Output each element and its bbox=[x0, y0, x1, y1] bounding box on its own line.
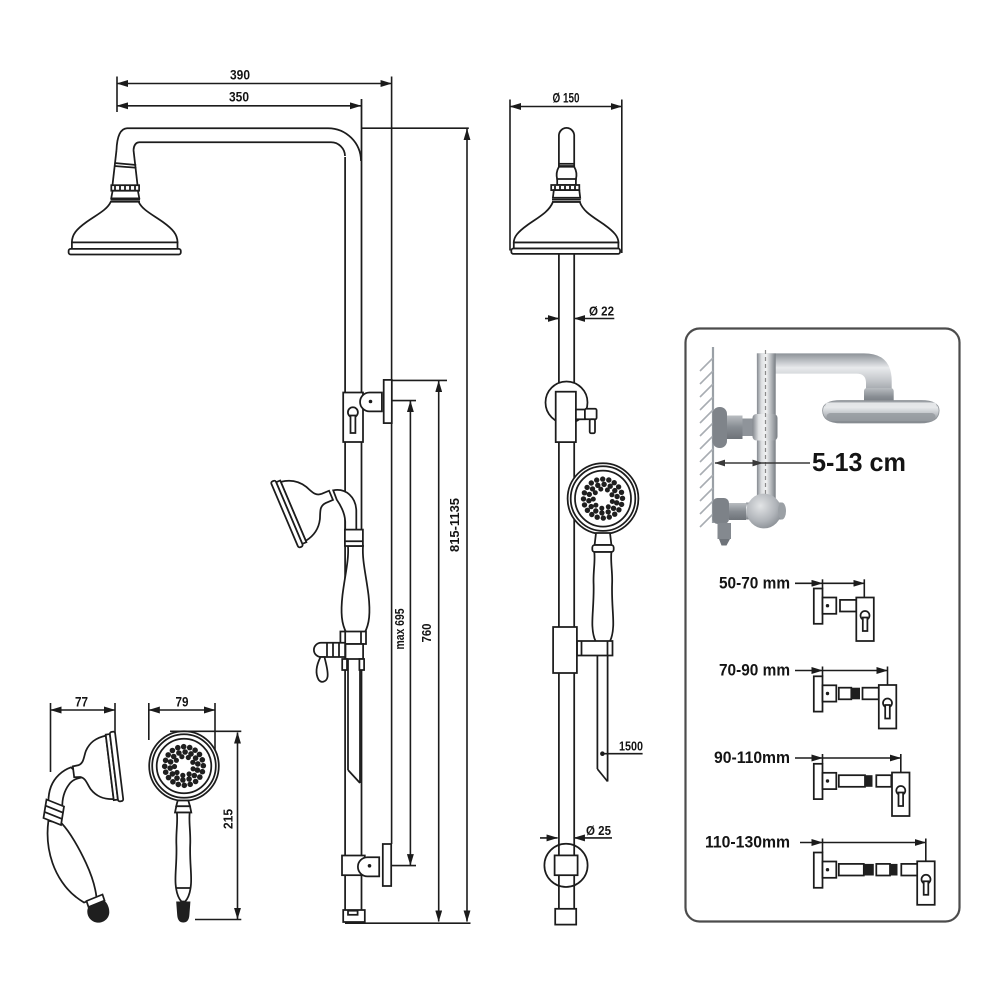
svg-text:Ø 25: Ø 25 bbox=[586, 824, 611, 838]
svg-text:Ø 22: Ø 22 bbox=[589, 305, 614, 319]
svg-text:70-90 mm: 70-90 mm bbox=[719, 661, 790, 680]
svg-text:110-130mm: 110-130mm bbox=[705, 833, 790, 852]
svg-text:350: 350 bbox=[229, 90, 249, 105]
svg-text:Ø 150: Ø 150 bbox=[553, 91, 580, 106]
svg-text:815-1135: 815-1135 bbox=[447, 498, 462, 552]
svg-text:215: 215 bbox=[221, 809, 236, 829]
svg-text:5-13 cm: 5-13 cm bbox=[812, 447, 906, 477]
svg-text:max 695: max 695 bbox=[392, 609, 407, 650]
svg-text:1500: 1500 bbox=[619, 739, 643, 754]
svg-text:90-110mm: 90-110mm bbox=[714, 748, 790, 767]
svg-text:390: 390 bbox=[230, 68, 250, 83]
svg-text:79: 79 bbox=[176, 695, 189, 710]
svg-text:760: 760 bbox=[420, 623, 434, 642]
svg-text:77: 77 bbox=[75, 695, 88, 710]
svg-text:50-70 mm: 50-70 mm bbox=[719, 573, 790, 592]
